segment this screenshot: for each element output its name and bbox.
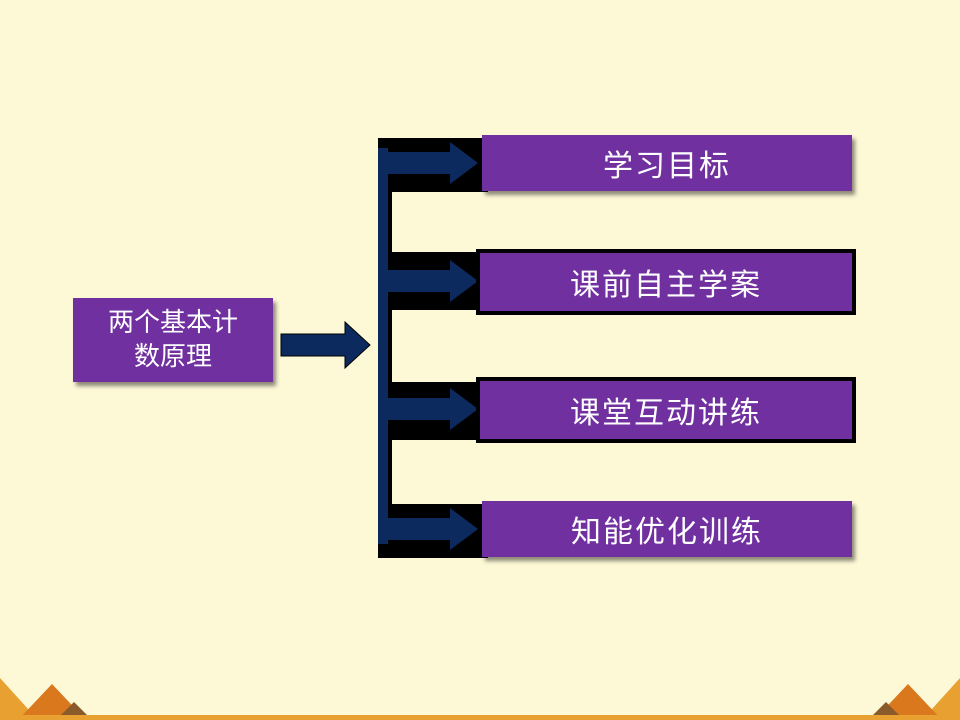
branch-arrow-4: [388, 508, 478, 550]
main-topic-line1: 两个基本计: [107, 308, 238, 338]
corner-decoration-right: [868, 678, 960, 720]
connector-frame-inner: [392, 150, 488, 546]
vertical-bar: [378, 148, 388, 544]
corner-decoration-left: [0, 678, 92, 720]
bottom-accent-strip: [0, 715, 960, 720]
main-topic-box[interactable]: 两个基本计 数原理: [73, 298, 273, 382]
item-label-2: 课前自主学案: [570, 268, 762, 303]
item-box-1[interactable]: 学习目标: [482, 135, 852, 191]
item-label-3: 课堂互动讲练: [570, 396, 762, 431]
main-topic-line2: 数原理: [133, 342, 212, 372]
main-arrow: [280, 320, 371, 370]
branch-arrow-3: [388, 388, 478, 430]
item-label-1: 学习目标: [603, 149, 731, 184]
item-label-4: 知能优化训练: [571, 515, 763, 550]
item-box-3[interactable]: 课堂互动讲练: [476, 377, 856, 443]
item-box-4[interactable]: 知能优化训练: [482, 501, 852, 557]
branch-arrow-1: [388, 142, 478, 184]
branch-arrow-2: [388, 260, 478, 302]
item-box-2[interactable]: 课前自主学案: [476, 249, 856, 315]
